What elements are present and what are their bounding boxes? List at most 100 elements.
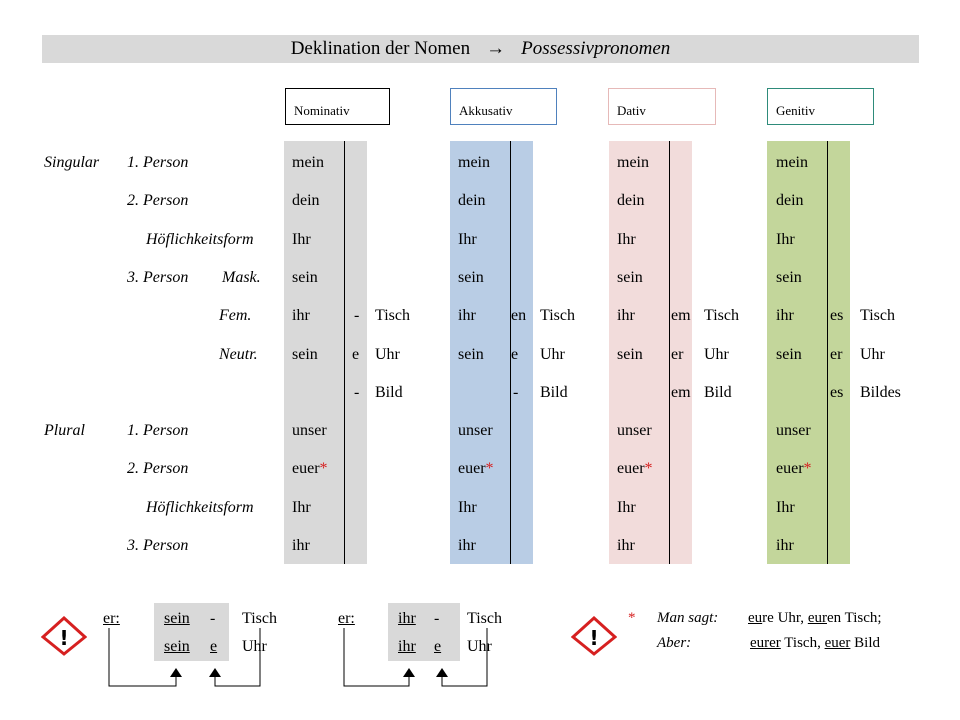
pronoun-cell: ihr	[458, 537, 476, 555]
pronoun-cell: sein	[776, 346, 802, 364]
pronoun-text: mein	[292, 154, 324, 171]
ending-nominativ: -	[354, 307, 360, 325]
pronoun-text: dein	[292, 192, 320, 210]
title-bar: Deklination der Nomen→Possessivpronomen	[42, 35, 919, 63]
dativ-ending-bg	[670, 141, 692, 564]
pronoun-cell: sein	[292, 269, 318, 287]
example1-pron2: sein	[164, 638, 190, 655]
row-sub-label: Höflichkeitsform	[146, 230, 254, 248]
svg-text:!: !	[589, 626, 598, 650]
ending-akkusativ: -	[513, 383, 519, 401]
pronoun-cell: Ihr	[776, 499, 795, 517]
pronoun-text: Ihr	[776, 230, 795, 248]
note-label2: Aber:	[657, 635, 692, 651]
noun-genitiv: Bildes	[860, 383, 901, 401]
genitiv-divider	[827, 141, 828, 564]
note-asterisk: *	[628, 610, 636, 626]
title-right: Possessivpronomen	[521, 38, 671, 59]
example2-label: er:	[338, 610, 355, 627]
svg-text:!: !	[59, 626, 68, 650]
row-person-label: 1. Person	[127, 422, 189, 440]
pronoun-cell: Ihr	[617, 231, 636, 249]
pronoun-cell: Ihr	[292, 499, 311, 517]
example2-end1: -	[434, 610, 440, 627]
pronoun-cell: mein	[617, 154, 649, 172]
pronoun-cell: ihr	[617, 307, 635, 325]
pronoun-cell: mein	[776, 154, 808, 172]
pronoun-cell: sein	[776, 269, 802, 287]
ending-nominativ: -	[354, 383, 360, 401]
pronoun-cell: sein	[458, 269, 484, 287]
example2-arrows	[343, 628, 488, 687]
row-sub-label: Neutr.	[219, 345, 258, 363]
genitiv-column-bg	[767, 141, 827, 564]
pronoun-cell: mein	[292, 154, 324, 172]
row-person-label: 2. Person	[127, 192, 189, 210]
warning-icon-2: !	[571, 616, 617, 656]
example2-grey-box	[388, 603, 460, 661]
noun-genitiv: Tisch	[860, 307, 895, 325]
note-label1: Man sagt:	[657, 610, 719, 626]
row-sub-label: Fem.	[219, 307, 252, 325]
pronoun-cell: Ihr	[458, 499, 477, 517]
pronoun-cell: Ihr	[458, 231, 477, 249]
pronoun-text: euer	[458, 460, 486, 478]
noun-dativ: Tisch	[704, 307, 739, 325]
nominativ-column-bg	[284, 141, 344, 564]
pronoun-text: ihr	[617, 307, 635, 325]
pronoun-text: mein	[776, 154, 808, 171]
pronoun-text: ihr	[617, 537, 635, 554]
noun-dativ: Bild	[704, 383, 732, 401]
asterisk-mark: *	[803, 460, 812, 478]
pronoun-cell: sein	[617, 269, 643, 287]
pronoun-text: mein	[458, 154, 490, 171]
case-header-akkusativ: Akkusativ	[450, 88, 557, 125]
pronoun-text: ihr	[292, 537, 310, 554]
title-left: Deklination der Nomen	[290, 38, 471, 59]
warning-icon: !	[41, 616, 87, 656]
noun-akkusativ: Tisch	[540, 307, 575, 325]
noun-akkusativ: Uhr	[540, 345, 565, 363]
pronoun-text: sein	[617, 268, 643, 286]
dativ-divider	[669, 141, 670, 564]
pronoun-text: ihr	[458, 307, 476, 325]
pronoun-cell: Ihr	[776, 231, 795, 249]
pronoun-text: mein	[617, 154, 649, 171]
pronoun-cell: dein	[776, 192, 804, 210]
pronoun-cell: unser	[292, 422, 327, 440]
noun-nominativ: Bild	[375, 383, 403, 401]
example1-noun2: Uhr	[242, 638, 267, 655]
akkusativ-divider	[510, 141, 511, 564]
pronoun-cell: ihr	[776, 537, 794, 555]
row-group-label: Singular	[44, 154, 100, 171]
pronoun-text: Ihr	[458, 498, 477, 516]
ending-genitiv: er	[830, 345, 843, 363]
pronoun-cell: unser	[458, 422, 493, 440]
nominativ-divider	[344, 141, 345, 564]
pronoun-cell: mein	[458, 154, 490, 172]
noun-nominativ: Uhr	[375, 345, 400, 363]
pronoun-cell: ihr	[617, 537, 635, 555]
akkusativ-column-bg	[450, 141, 510, 564]
pronoun-text: ihr	[776, 307, 794, 325]
ending-dativ: em	[671, 383, 691, 401]
pronoun-text: ihr	[458, 537, 476, 554]
pronoun-text: Ihr	[292, 498, 311, 516]
nominativ-ending-bg	[345, 141, 367, 564]
example1-noun1: Tisch	[242, 610, 277, 627]
pronoun-text: sein	[776, 345, 802, 363]
noun-nominativ: Tisch	[375, 307, 410, 325]
row-sub-label: Höflichkeitsform	[146, 498, 254, 516]
row-person-label: 1. Person	[127, 154, 189, 171]
case-header-genitiv: Genitiv	[767, 88, 874, 125]
ending-dativ: em	[671, 307, 691, 325]
pronoun-text: sein	[458, 268, 484, 286]
pronoun-text: Ihr	[776, 498, 795, 516]
pronoun-text: ihr	[776, 537, 794, 554]
row-person-label: 3. Person	[127, 268, 189, 286]
pronoun-cell: dein	[458, 192, 486, 210]
pronoun-text: unser	[776, 422, 811, 440]
pronoun-cell: sein	[292, 346, 318, 364]
example2-noun2: Uhr	[467, 638, 492, 655]
